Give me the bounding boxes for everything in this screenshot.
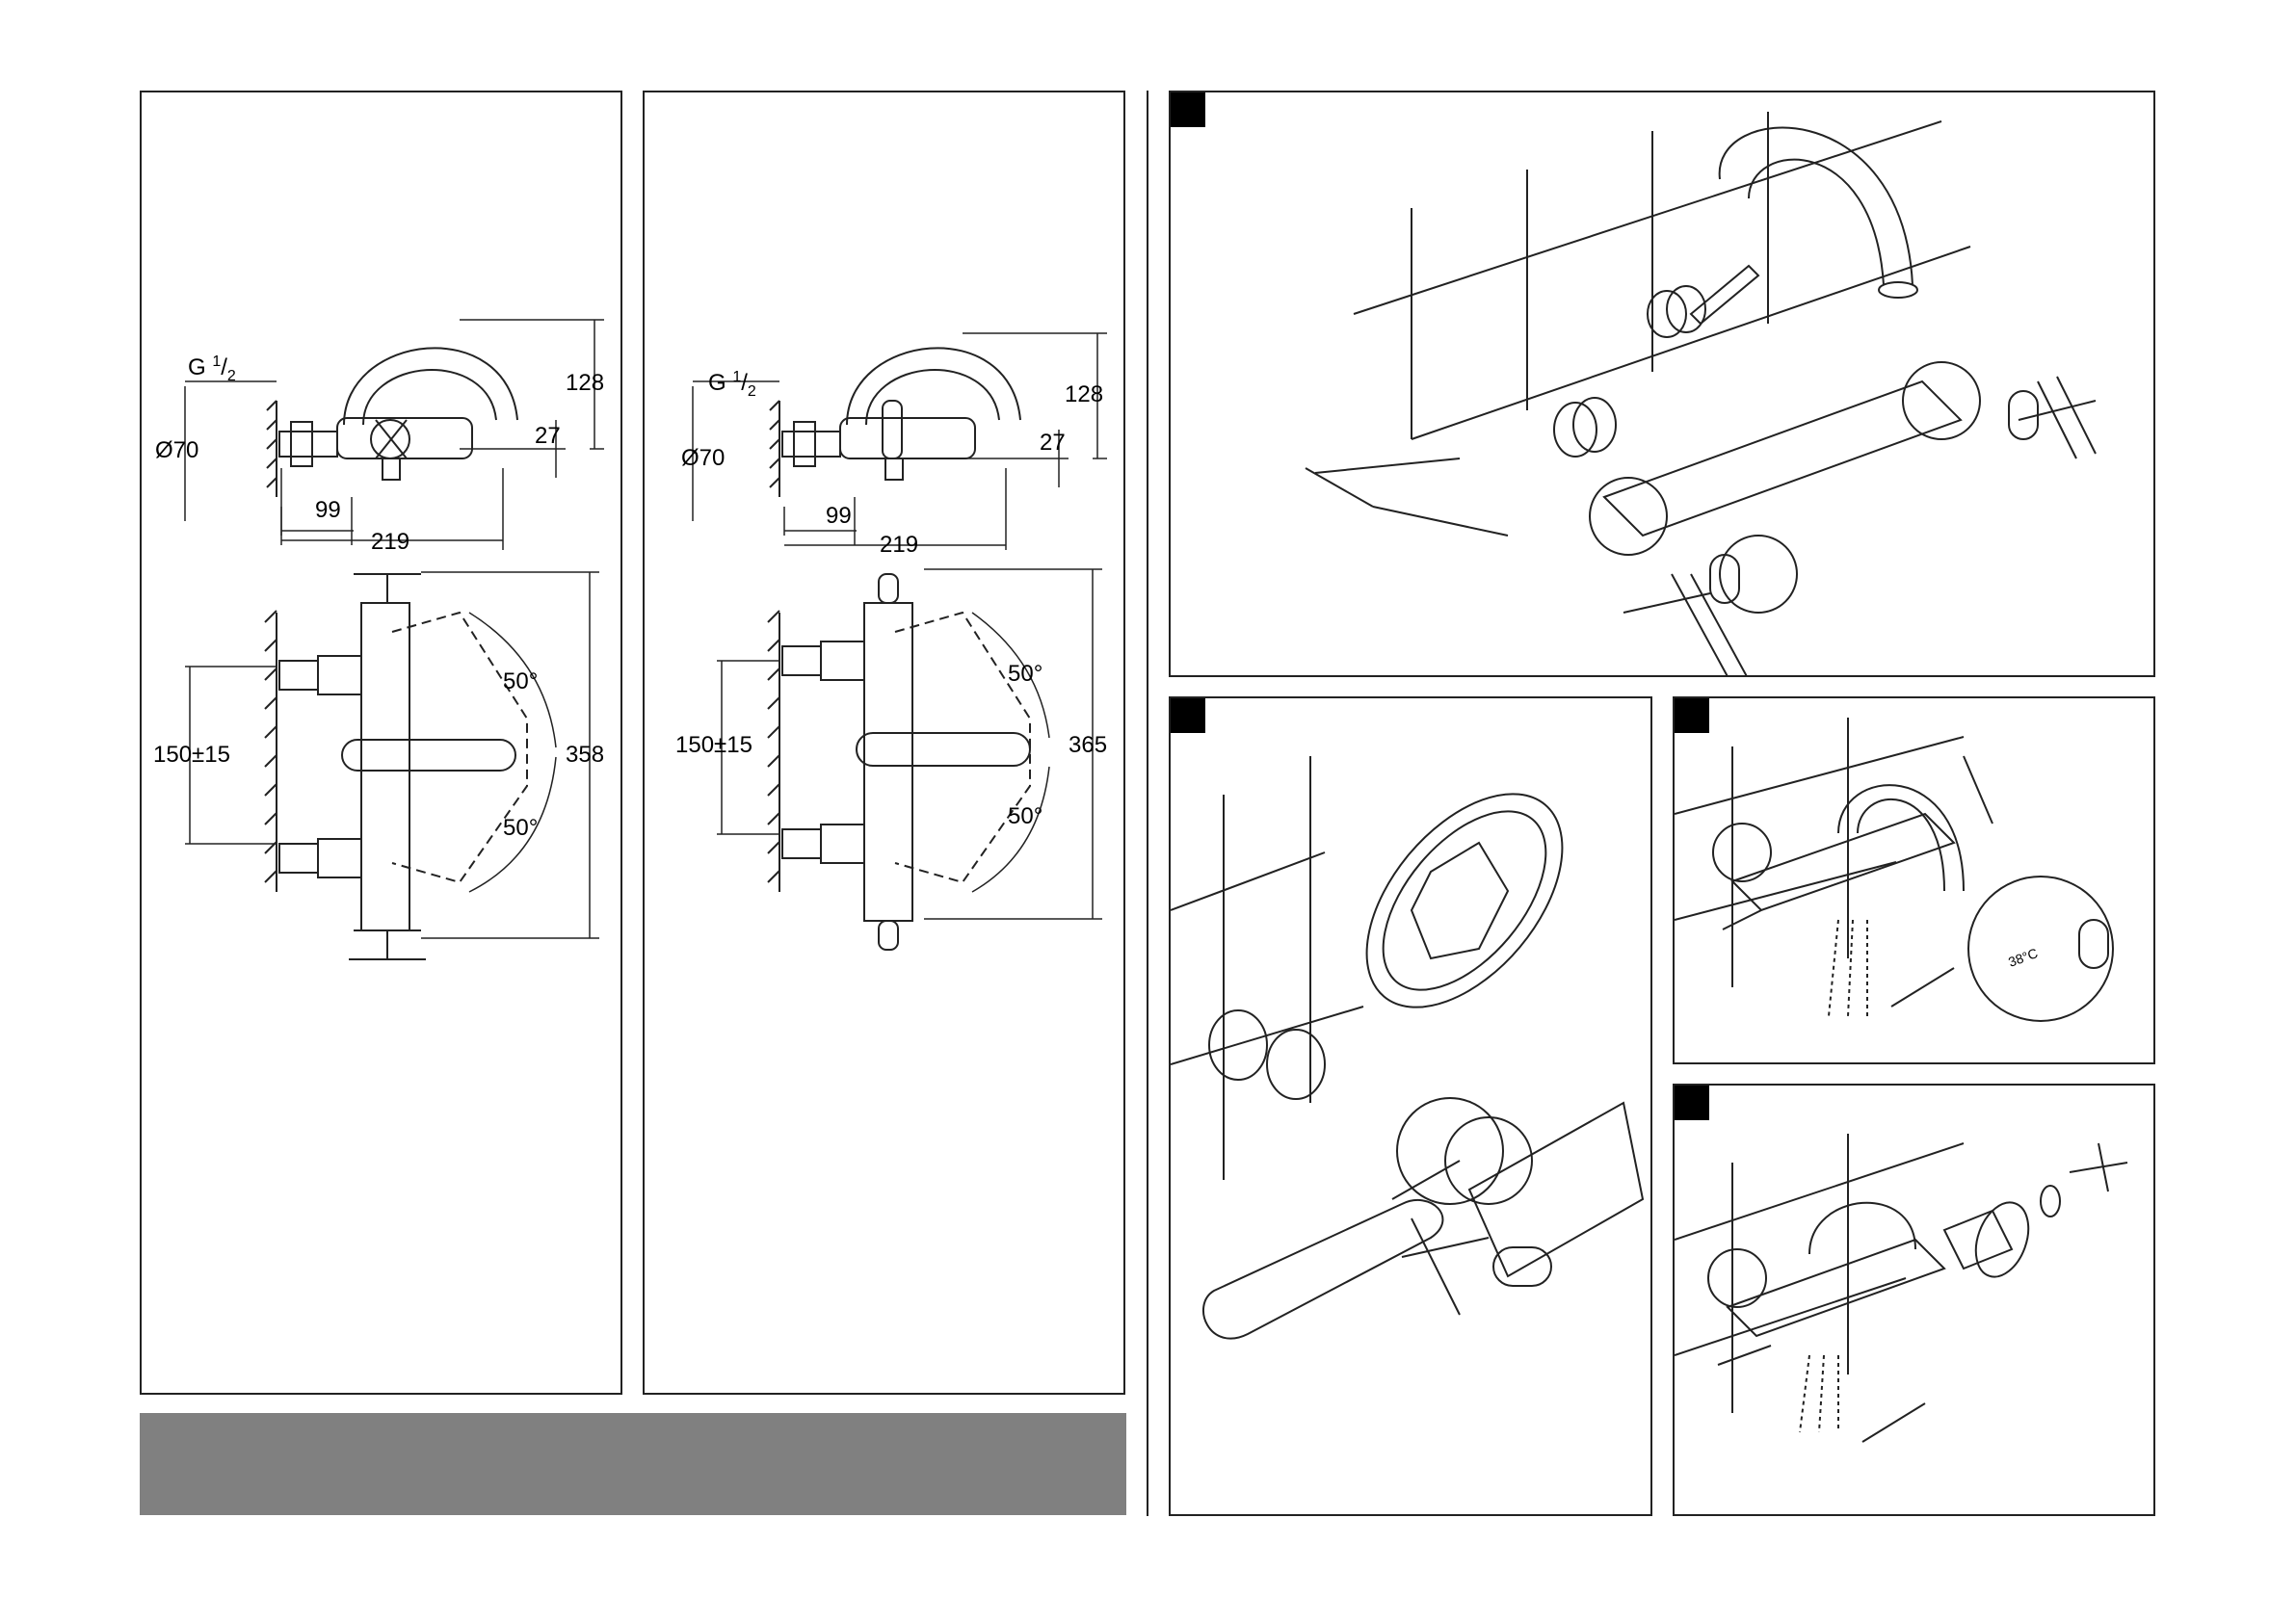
step-panel-temperature: 38°C	[1673, 696, 2155, 1064]
dim-365-label: 365	[1069, 734, 1107, 757]
footer-bar	[140, 1413, 1126, 1515]
dim-150-label: 150±15	[153, 744, 230, 767]
dim-27-label: 27	[1040, 432, 1066, 455]
dim-99-label: 99	[315, 499, 341, 522]
dimension-panel-1: G 1/2 Ø70 128 27 99 219 150±15 358 50° 5…	[140, 91, 622, 1395]
mounting-illustration	[1171, 92, 2155, 677]
dim-128-label: 128	[1065, 383, 1103, 406]
dim-27-label: 27	[535, 425, 561, 448]
angle-bottom-label: 50°	[503, 817, 538, 840]
fitting-illustration	[1171, 698, 1652, 1516]
thread-size-label: G 1/2	[708, 370, 756, 400]
thread-size-label: G 1/2	[188, 354, 236, 384]
dim-128-label: 128	[566, 372, 604, 395]
angle-bottom-label: 50°	[1008, 805, 1042, 828]
step-panel-fitting	[1169, 696, 1652, 1516]
step-panel-mounting	[1169, 91, 2155, 677]
dim-219-label: 219	[371, 531, 409, 554]
calibration-illustration	[1675, 1086, 2155, 1516]
temperature-illustration	[1675, 698, 2155, 1064]
dimension-panel-2: G 1/2 Ø70 128 27 99 219 150±15 365 50° 5…	[643, 91, 1125, 1395]
diameter-label: Ø70	[155, 439, 198, 462]
dim-358-label: 358	[566, 744, 604, 767]
angle-top-label: 50°	[503, 670, 538, 694]
angle-top-label: 50°	[1008, 663, 1042, 686]
diameter-label: Ø70	[681, 447, 725, 470]
page-separator	[1147, 91, 1148, 1516]
dim-219-label: 219	[880, 534, 918, 557]
dim-150-label: 150±15	[675, 734, 752, 757]
dim-99-label: 99	[826, 505, 852, 528]
step-panel-calibration	[1673, 1084, 2155, 1516]
